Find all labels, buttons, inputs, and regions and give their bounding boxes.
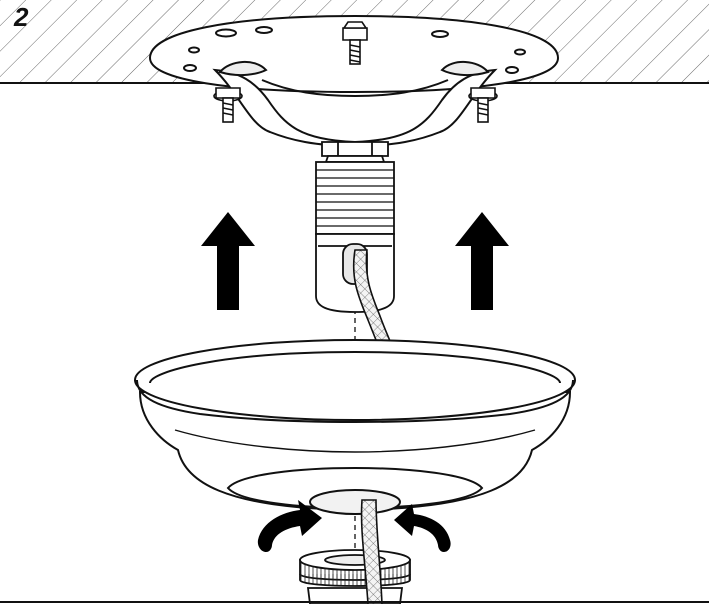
knurled-ring [299,549,411,604]
rotate-arrow-right [394,504,451,552]
bracket-screw-right [468,87,498,123]
light-canopy [134,339,576,515]
lift-arrow-left [201,212,255,310]
bracket-screw-left [213,87,243,123]
rotate-arrow-left [257,500,322,552]
threaded-fitting [315,141,395,313]
lower-cable [360,499,383,604]
bracket-screw-top [342,21,368,65]
lift-arrow-right [455,212,509,310]
